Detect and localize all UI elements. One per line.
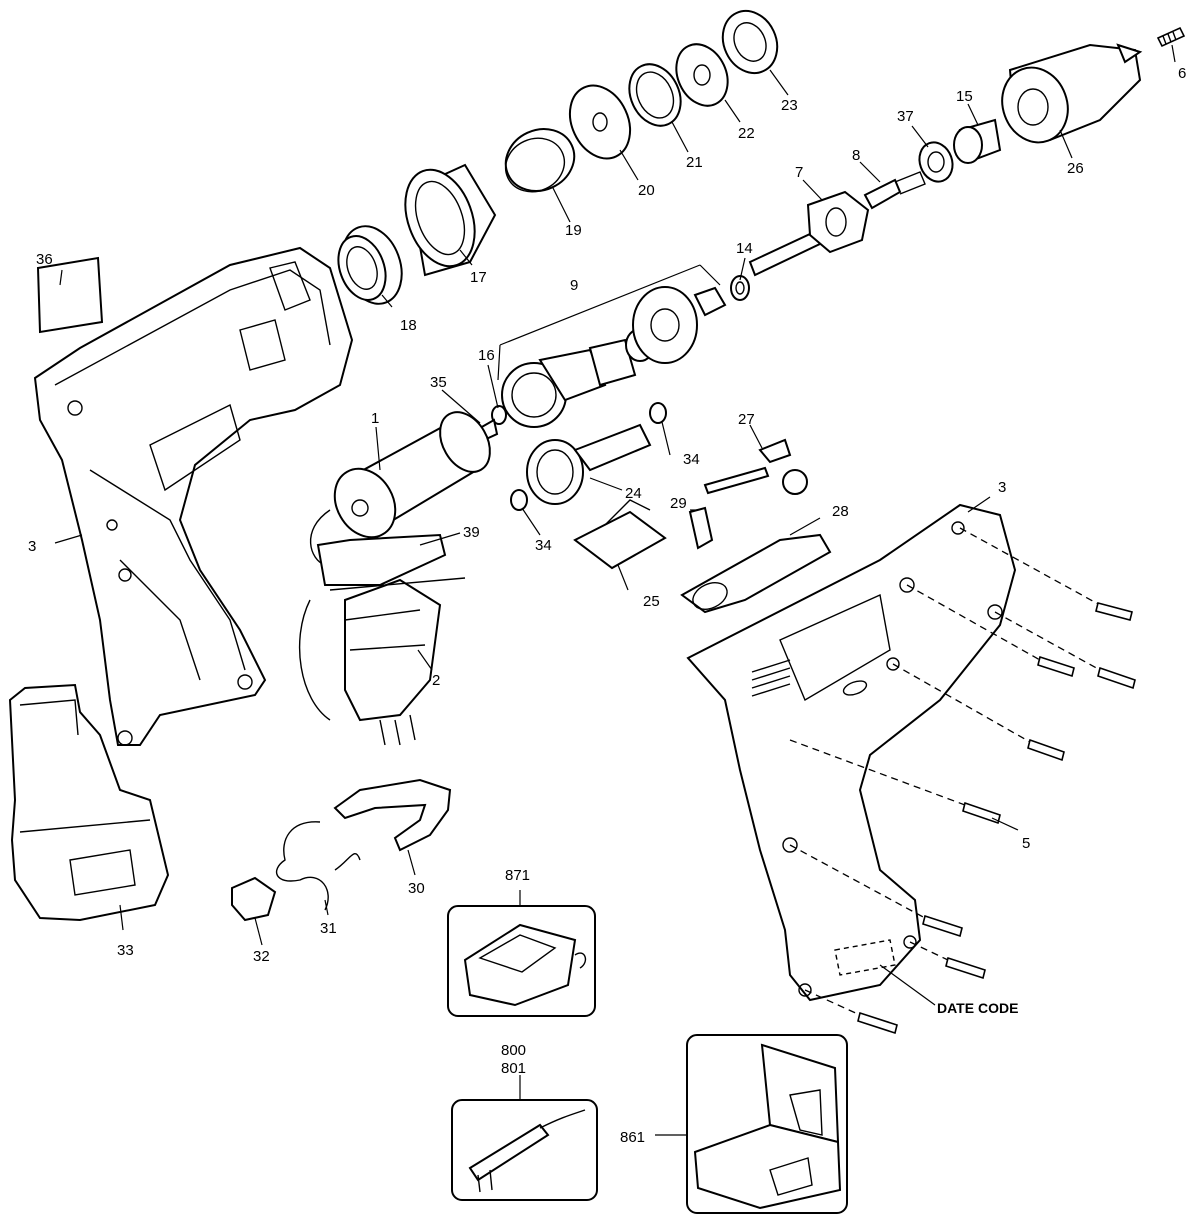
part-34-washer-upper xyxy=(649,402,667,424)
part-26-chuck xyxy=(1001,43,1143,144)
label-part-22: 22 xyxy=(738,125,755,142)
label-part-15: 15 xyxy=(956,88,973,105)
label-part-861: 861 xyxy=(620,1129,645,1146)
part-17-ring-gear-housing xyxy=(404,163,497,277)
part-7-clutch xyxy=(806,190,870,254)
part-15-collar xyxy=(953,118,1002,164)
part-29-bit xyxy=(688,506,714,550)
part-28-bit-holder xyxy=(680,533,832,614)
label-part-3-left: 3 xyxy=(28,538,36,555)
label-part-26: 26 xyxy=(1067,160,1084,177)
part-3-right-housing xyxy=(686,503,1017,1002)
label-part-37: 37 xyxy=(897,108,914,125)
label-part-5: 5 xyxy=(1022,835,1030,852)
date-code-label: DATE CODE xyxy=(937,1000,1018,1016)
label-part-9: 9 xyxy=(570,277,578,294)
part-22-washer xyxy=(675,43,729,107)
part-3-left-housing xyxy=(33,246,354,746)
part-36-label-sticker xyxy=(36,256,104,334)
label-part-800: 800 xyxy=(501,1042,526,1059)
label-part-24: 24 xyxy=(625,485,642,502)
part-20-washer xyxy=(568,84,632,160)
label-part-39: 39 xyxy=(463,524,480,541)
label-part-27: 27 xyxy=(738,411,755,428)
part-19-ring xyxy=(504,128,576,193)
label-part-32: 32 xyxy=(253,948,270,965)
label-part-35: 35 xyxy=(430,374,447,391)
part-39-motor-bracket xyxy=(316,533,447,586)
part-24-gear xyxy=(526,423,652,505)
label-part-21: 21 xyxy=(686,154,703,171)
part-6-screw xyxy=(1156,26,1186,48)
part-9-gear-assembly xyxy=(501,286,727,428)
label-part-17: 17 xyxy=(470,269,487,286)
label-part-28: 28 xyxy=(832,503,849,520)
label-part-801: 801 xyxy=(501,1060,526,1077)
part-14-spring xyxy=(730,275,750,301)
label-part-19: 19 xyxy=(565,222,582,239)
label-part-30: 30 xyxy=(408,880,425,897)
part-37-washer xyxy=(918,141,954,183)
part-18-bearing xyxy=(337,225,403,305)
label-part-29: 29 xyxy=(670,495,687,512)
label-part-14: 14 xyxy=(736,240,753,257)
label-part-33: 33 xyxy=(117,942,134,959)
label-part-31: 31 xyxy=(320,920,337,937)
part-2-switch xyxy=(298,577,466,746)
part-5-screws xyxy=(789,527,1136,1035)
label-part-8: 8 xyxy=(852,147,860,164)
label-part-16: 16 xyxy=(478,347,495,364)
part-800-801-accessory xyxy=(451,1075,598,1201)
label-part-6: 6 xyxy=(1178,65,1186,82)
label-part-34-upper: 34 xyxy=(683,451,700,468)
part-1-motor xyxy=(309,411,491,566)
label-part-1: 1 xyxy=(371,410,379,427)
part-23-washer xyxy=(721,9,779,75)
label-part-3-right: 3 xyxy=(998,479,1006,496)
part-16-washer xyxy=(491,405,507,425)
label-part-2: 2 xyxy=(432,672,440,689)
label-part-7: 7 xyxy=(795,164,803,181)
label-part-18: 18 xyxy=(400,317,417,334)
label-part-36: 36 xyxy=(36,251,53,268)
part-871-charger xyxy=(447,905,596,1017)
part-labels: 36 3 1 18 17 19 20 21 22 23 6 26 15 37 8… xyxy=(28,65,1186,1146)
part-33-battery-pack xyxy=(8,683,170,922)
part-34-washer-lower xyxy=(510,489,528,511)
part-30-clip xyxy=(333,778,452,852)
part-27-chuck-key xyxy=(703,438,808,495)
part-861-carry-case xyxy=(655,1034,848,1214)
label-part-871: 871 xyxy=(505,867,530,884)
leader-lines xyxy=(54,44,1176,1006)
label-part-25: 25 xyxy=(643,593,660,610)
part-32-cap xyxy=(231,876,277,922)
part-21-bearing-cage xyxy=(628,63,682,127)
label-part-20: 20 xyxy=(638,182,655,199)
label-part-23: 23 xyxy=(781,97,798,114)
part-31-spring-wire xyxy=(275,821,361,911)
label-part-34-lower: 34 xyxy=(535,537,552,554)
part-25-bracket xyxy=(573,499,667,570)
